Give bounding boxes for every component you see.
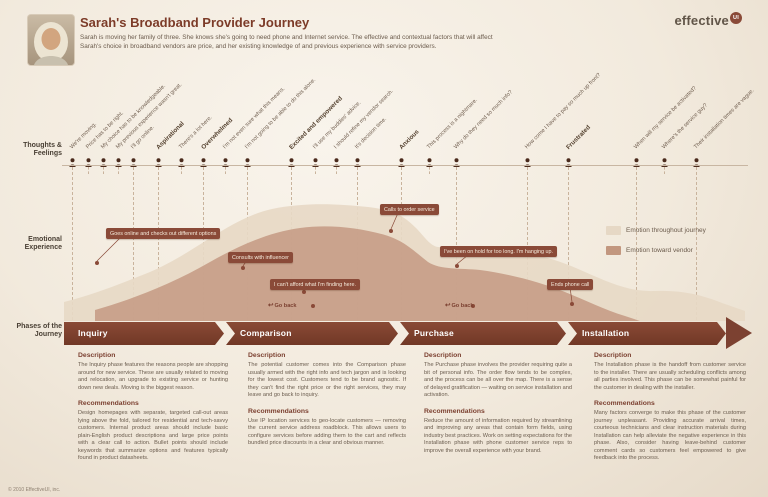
thought-guideline [456,167,457,320]
thought-guideline [527,167,528,320]
recommendations-heading: Recommendations [78,400,139,408]
area-emotion-vendor [95,226,640,321]
event-callout: Ends phone call [547,279,594,290]
phase-comparison: Comparison [226,322,398,345]
recommendations-text: Use IP location services to geo-locate c… [248,417,406,447]
event-callout: I can't afford what I'm finding here. [270,279,360,290]
axis-label-thoughts: Thoughts & Feelings [23,142,62,158]
thought-guideline [636,167,637,320]
thought-guideline [158,167,159,320]
thought-guideline [88,167,89,174]
description-heading: Description [248,352,286,359]
event-callout: Consults with influencer [228,252,293,263]
event-callout: Goes online and checks out different opt… [106,228,221,239]
legend-label: Emotion toward vendor [626,247,693,254]
journey-point-dot [455,264,459,268]
legend-swatch [606,246,621,255]
thought-guideline [696,167,697,320]
phase-inquiry: Inquiry [64,322,224,345]
description-heading: Description [424,352,462,359]
journey-point-dot [302,290,306,294]
legend-label: Emotion throughout journey [626,227,706,234]
thought-guideline [429,167,430,174]
logo-wordmark: effective [674,13,729,28]
thought-guideline [72,167,73,320]
phase-installation: Installation [568,322,726,345]
legend-row: Emotion toward vendor [606,246,706,255]
journey-point-dot [471,304,475,308]
page-title: Sarah's Broadband Provider Journey [80,15,310,30]
go-back-text: Go back [274,303,297,309]
go-back-label: ↩Go back [445,301,474,309]
thought-guideline [103,167,104,174]
journey-point-dot [570,302,574,306]
journey-point-dot [311,304,315,308]
recommendations-heading: Recommendations [248,407,309,415]
recommendations-text: Many factors converge to make this phase… [594,410,746,462]
description-text: The potential customer comes into the Co… [248,362,406,399]
thought-guideline [315,167,316,174]
legend-row: Emotion throughout journey [606,226,706,235]
recommendations-heading: Recommendations [594,400,655,408]
event-callout: Calls to order service [380,204,439,215]
thought-guideline [225,167,226,174]
thought-guideline [181,167,182,174]
journey-point-dot [241,266,245,270]
description-heading: Description [78,352,116,359]
go-back-label: ↩Go back [268,301,297,309]
thought-guideline [336,167,337,174]
journey-intro-text: Sarah is moving her family of three. She… [80,34,493,51]
legend-swatch [606,226,621,235]
recommendations-text: Reduce the amount of information require… [424,417,572,454]
sarah-photo-art [28,15,74,65]
copyright-text: © 2010 EffectiveUI, inc. [8,487,61,493]
thought-guideline [568,167,569,320]
phase-purchase: Purchase [400,322,566,345]
thought-guideline [664,167,665,174]
back-arrow-icon: ↩ [445,302,451,309]
description-text: The Installation phase is the handoff fr… [594,362,746,391]
description-text: The Purchase phase involves the provider… [424,362,573,399]
axis-label-phases: Phases of the Journey [16,323,62,339]
journey-point-dot [389,229,393,233]
thought-guideline [133,167,134,320]
go-back-text: Go back [451,303,474,309]
journey-point-dot [95,261,99,265]
phases-arrowhead [726,317,752,349]
event-callout: I've been on hold for too long. I'm hang… [440,246,558,257]
sarah-photo [28,15,74,65]
description-text: The Inquiry phase features the reasons p… [78,362,228,391]
axis-label-emotional: Emotional Experience [24,236,62,252]
description-heading: Description [594,352,632,359]
back-arrow-icon: ↩ [268,302,274,309]
thought-guideline [118,167,119,174]
recommendations-heading: Recommendations [424,407,485,415]
recommendations-text: Design homepages with separate, targeted… [78,410,228,462]
logo-ui-badge: UI [730,12,742,24]
